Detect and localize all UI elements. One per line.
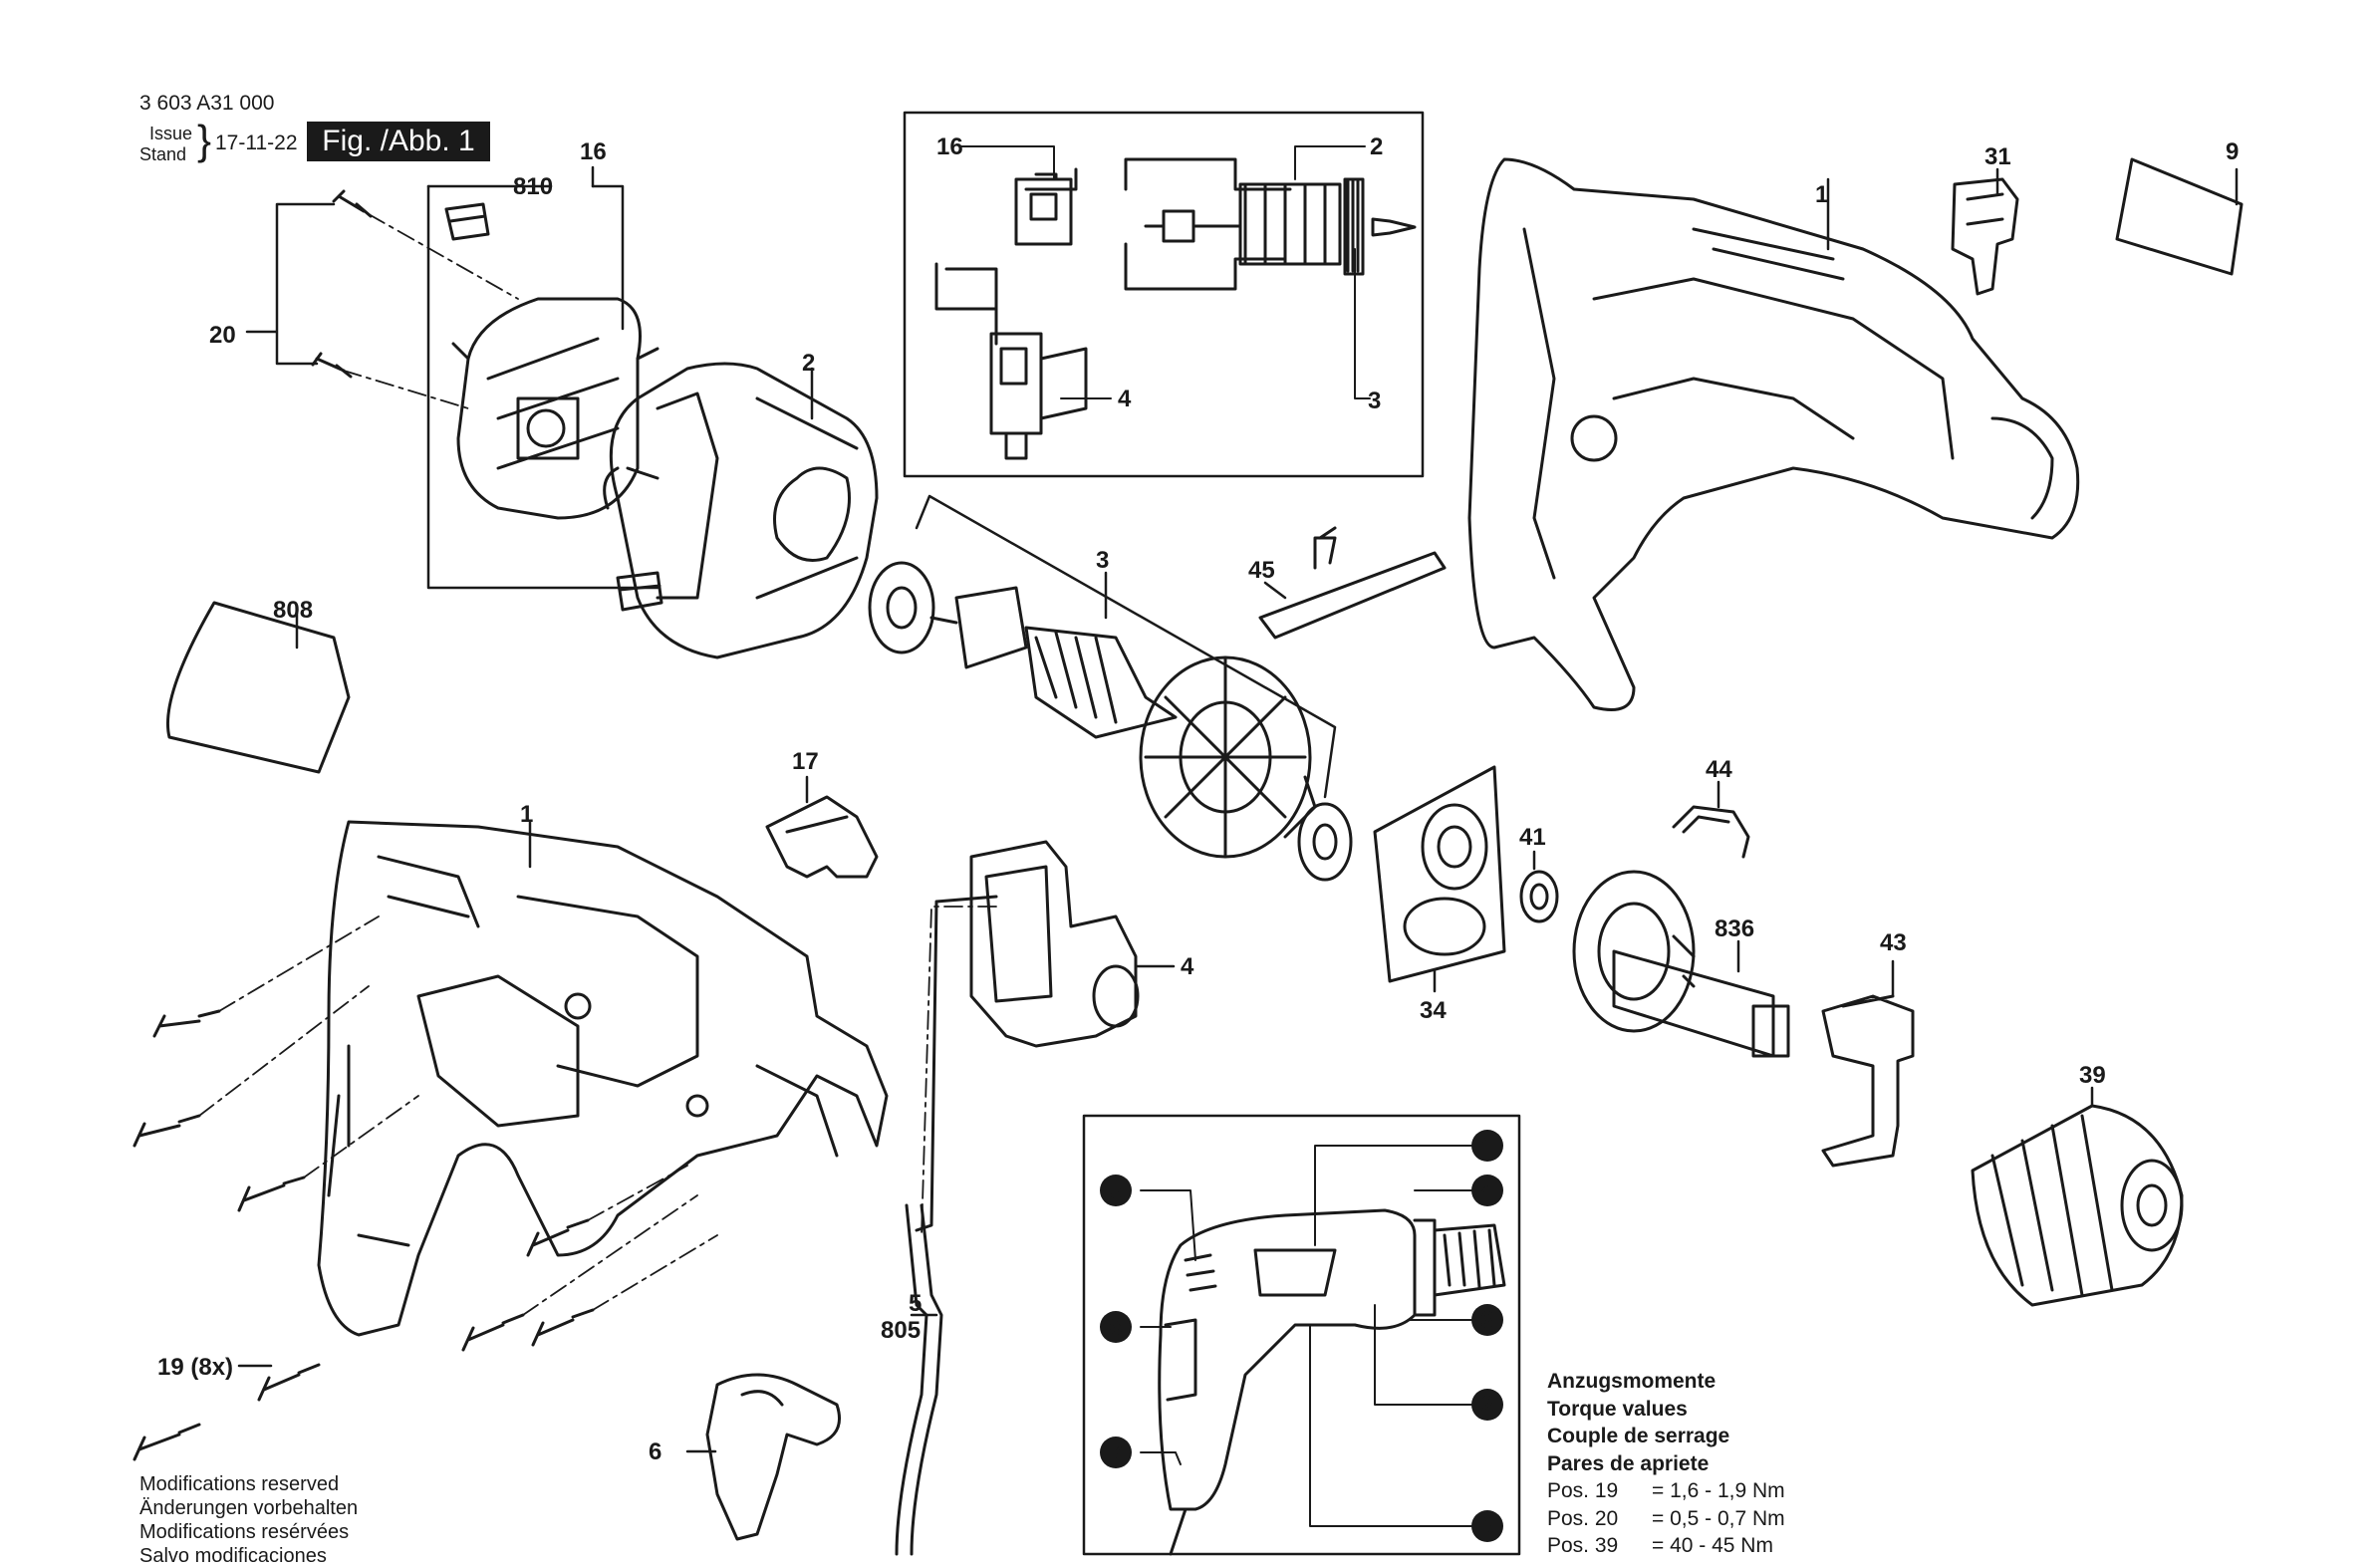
document-number: 3 603 A31 000 — [139, 92, 275, 115]
svg-text:1: 1 — [1480, 1133, 1493, 1160]
part-label-43: 43 — [1880, 929, 1907, 956]
part-17-drawing — [765, 795, 879, 879]
armature-drawing — [868, 561, 1353, 882]
screw-20-top — [332, 189, 373, 218]
torque-value: = 0,5 - 0,7 Nm — [1652, 1506, 1785, 1530]
part-31-drawing — [1951, 177, 2019, 296]
switch-4-drawing — [915, 840, 1140, 1232]
part-label-16: 16 — [580, 138, 607, 165]
chuck-39-drawing — [1971, 1104, 2184, 1307]
issue-label: Issue — [149, 124, 193, 143]
modifications-line: Änderungen vorbehalten — [139, 1497, 359, 1519]
part-34-drawing — [1373, 765, 1506, 983]
part-45-drawing — [1258, 526, 1447, 640]
part-label-44: 44 — [1706, 756, 1732, 783]
issue-brace: } — [197, 117, 212, 163]
part-label-9: 9 — [2226, 138, 2239, 165]
torque-row: Pos. 39 = 40 - 45 Nm — [1547, 1532, 1785, 1560]
modifications-line: Salvo modificaciones — [139, 1545, 327, 1567]
overview-inset-frame — [1082, 1114, 1521, 1556]
svg-text:3: 3 — [1480, 1307, 1493, 1334]
torque-pos: Pos. 20 — [1547, 1506, 1619, 1530]
svg-text:5: 5 — [1109, 1177, 1122, 1204]
svg-text:2: 2 — [1480, 1392, 1493, 1419]
svg-text:8: 8 — [1480, 1513, 1493, 1540]
part-label-34: 34 — [1420, 997, 1447, 1024]
wiring-label-3: 3 — [1368, 388, 1381, 414]
nameplate-808-drawing — [165, 601, 351, 774]
issue-date: 17-11-22 — [215, 131, 298, 154]
torque-row: Pos. 20 = 0,5 - 0,7 Nm — [1547, 1505, 1785, 1533]
part-label-4: 4 — [1181, 953, 1194, 980]
overview-callout-3: 3 — [1471, 1304, 1503, 1336]
overview-drill-drawing — [1158, 1208, 1506, 1556]
torque-title: Pares de apriete — [1547, 1451, 1710, 1475]
part-label-3: 3 — [1096, 547, 1109, 574]
torque-values-block: Anzugsmomente Torque values Couple de se… — [1547, 1368, 1785, 1560]
wiring-label-16: 16 — [936, 133, 963, 160]
part-43-drawing — [1821, 994, 1915, 1168]
overview-callout-2: 2 — [1471, 1389, 1503, 1421]
carbon-brush-bottom — [616, 571, 663, 612]
nameplate-9-drawing — [2115, 157, 2244, 276]
overview-callout-7: 7 — [1100, 1437, 1132, 1468]
svg-text:4: 4 — [1480, 1177, 1494, 1204]
part-label-1-right: 1 — [1815, 181, 1828, 208]
part-label-41: 41 — [1519, 824, 1546, 851]
modifications-line: Modifications reserved — [139, 1473, 340, 1495]
torque-pos: Pos. 19 — [1547, 1479, 1619, 1502]
wiring-inset-drawing — [934, 157, 1417, 460]
wiring-label-2: 2 — [1370, 133, 1383, 160]
stand-label: Stand — [139, 144, 187, 164]
housing-half-left — [317, 820, 889, 1337]
part-label-810: 810 — [513, 173, 553, 200]
overview-callout-5: 5 — [1100, 1175, 1132, 1206]
screw-20-bottom — [311, 352, 353, 379]
torque-pos: Pos. 39 — [1547, 1534, 1619, 1557]
part-label-17: 17 — [792, 748, 819, 775]
part-label-2: 2 — [802, 350, 815, 377]
housing-half-right — [1467, 157, 2080, 711]
overview-callout-1: 1 — [1471, 1130, 1503, 1162]
spindle-836-drawing — [1572, 870, 1790, 1058]
wiring-inset-frame — [903, 111, 1425, 478]
part-label-39: 39 — [2079, 1062, 2106, 1089]
wiring-label-4: 4 — [1118, 386, 1132, 412]
bracket-810 — [426, 184, 660, 590]
part-label-19: 19 (8x) — [157, 1354, 233, 1381]
torque-value: = 1,6 - 1,9 Nm — [1652, 1479, 1785, 1502]
svg-text:7: 7 — [1109, 1439, 1122, 1466]
part-label-836: 836 — [1715, 915, 1754, 942]
torque-title: Torque values — [1547, 1397, 1688, 1421]
part-label-805: 805 — [881, 1317, 921, 1344]
overview-callout-8: 8 — [1471, 1510, 1503, 1542]
stator-drawing — [603, 362, 879, 659]
torque-row: Pos. 19 = 1,6 - 1,9 Nm — [1547, 1477, 1785, 1505]
overview-callout-6: 6 — [1100, 1311, 1132, 1343]
overview-callout-4: 4 — [1471, 1175, 1503, 1206]
part-label-808: 808 — [273, 597, 313, 624]
part-label-31: 31 — [1984, 143, 2011, 170]
svg-text:6: 6 — [1109, 1314, 1122, 1341]
brush-holder-drawing — [451, 297, 660, 520]
figure-label: Fig. /Abb. 1 — [307, 122, 490, 161]
torque-title: Couple de serrage — [1547, 1425, 1730, 1447]
cable-5-drawing — [895, 1203, 943, 1556]
torque-value: = 40 - 45 Nm — [1652, 1534, 1773, 1557]
part-label-6: 6 — [649, 1438, 661, 1465]
part-6-drawing — [705, 1373, 841, 1541]
modifications-notice: Modifications reserved Änderungen vorbeh… — [139, 1472, 358, 1568]
part-label-20: 20 — [209, 322, 236, 349]
part-label-5: 5 — [909, 1290, 922, 1317]
modifications-line: Modifications resérvées — [139, 1521, 350, 1543]
part-41-drawing — [1519, 870, 1559, 923]
torque-title: Anzugsmomente — [1547, 1370, 1717, 1393]
part-label-45: 45 — [1248, 557, 1275, 584]
screws-19-drawing — [132, 1009, 595, 1461]
part-44-drawing — [1672, 805, 1750, 859]
carbon-brush-top — [444, 202, 490, 241]
part-label-1-left: 1 — [520, 801, 533, 828]
